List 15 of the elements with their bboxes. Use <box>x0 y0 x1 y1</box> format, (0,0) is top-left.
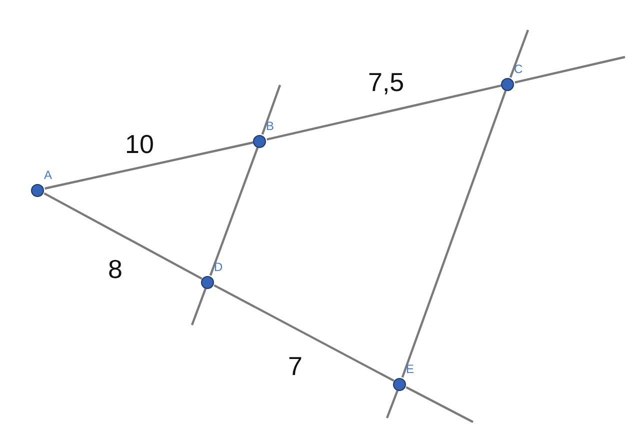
line-segment <box>401 90 507 378</box>
point-label: E <box>406 363 414 376</box>
point-label: D <box>214 261 223 274</box>
line-segment <box>266 84 502 140</box>
edge-label: 10 <box>125 130 154 158</box>
point-label: A <box>44 169 52 182</box>
point-label: C <box>514 63 523 76</box>
edge-label: 8 <box>108 255 122 283</box>
line-segment <box>214 284 394 382</box>
line-segment <box>44 141 254 190</box>
point-label: B <box>266 120 274 133</box>
line-segment <box>44 192 202 280</box>
edge-label: 7,5 <box>368 68 404 96</box>
edge-label: 7 <box>288 352 302 380</box>
line-segment <box>209 147 259 276</box>
